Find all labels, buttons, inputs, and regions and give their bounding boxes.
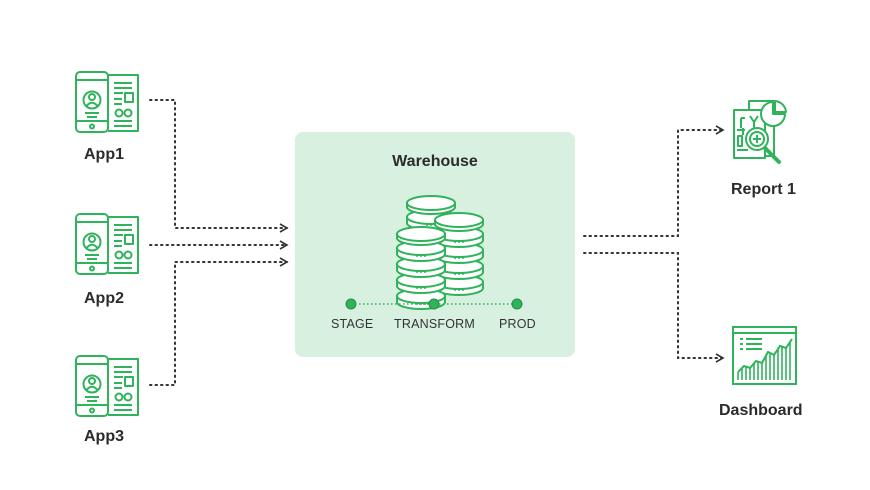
prod-label: PROD: [499, 317, 536, 331]
app3-connector: [149, 257, 289, 386]
report-connector: [583, 125, 725, 237]
database-stack-front: [396, 226, 446, 310]
stage-dot: [345, 298, 357, 310]
app3-label: App3: [84, 428, 124, 445]
app2-icon: [75, 213, 139, 275]
prod-dot: [511, 298, 523, 310]
app1-icon: [75, 71, 139, 133]
transform-dot: [428, 298, 440, 310]
report-label: Report 1: [731, 181, 796, 198]
dashboard-icon: [732, 326, 797, 385]
report-icon: [733, 100, 787, 164]
dashboard-connector: [583, 252, 725, 363]
app1-connector: [149, 99, 289, 233]
app3-icon: [75, 355, 139, 417]
dashboard-label: Dashboard: [719, 402, 803, 419]
transform-label: TRANSFORM: [394, 317, 475, 331]
warehouse-title: Warehouse: [392, 153, 478, 170]
app2-label: App2: [84, 290, 124, 307]
stage-label: STAGE: [331, 317, 374, 331]
app1-label: App1: [84, 146, 124, 163]
